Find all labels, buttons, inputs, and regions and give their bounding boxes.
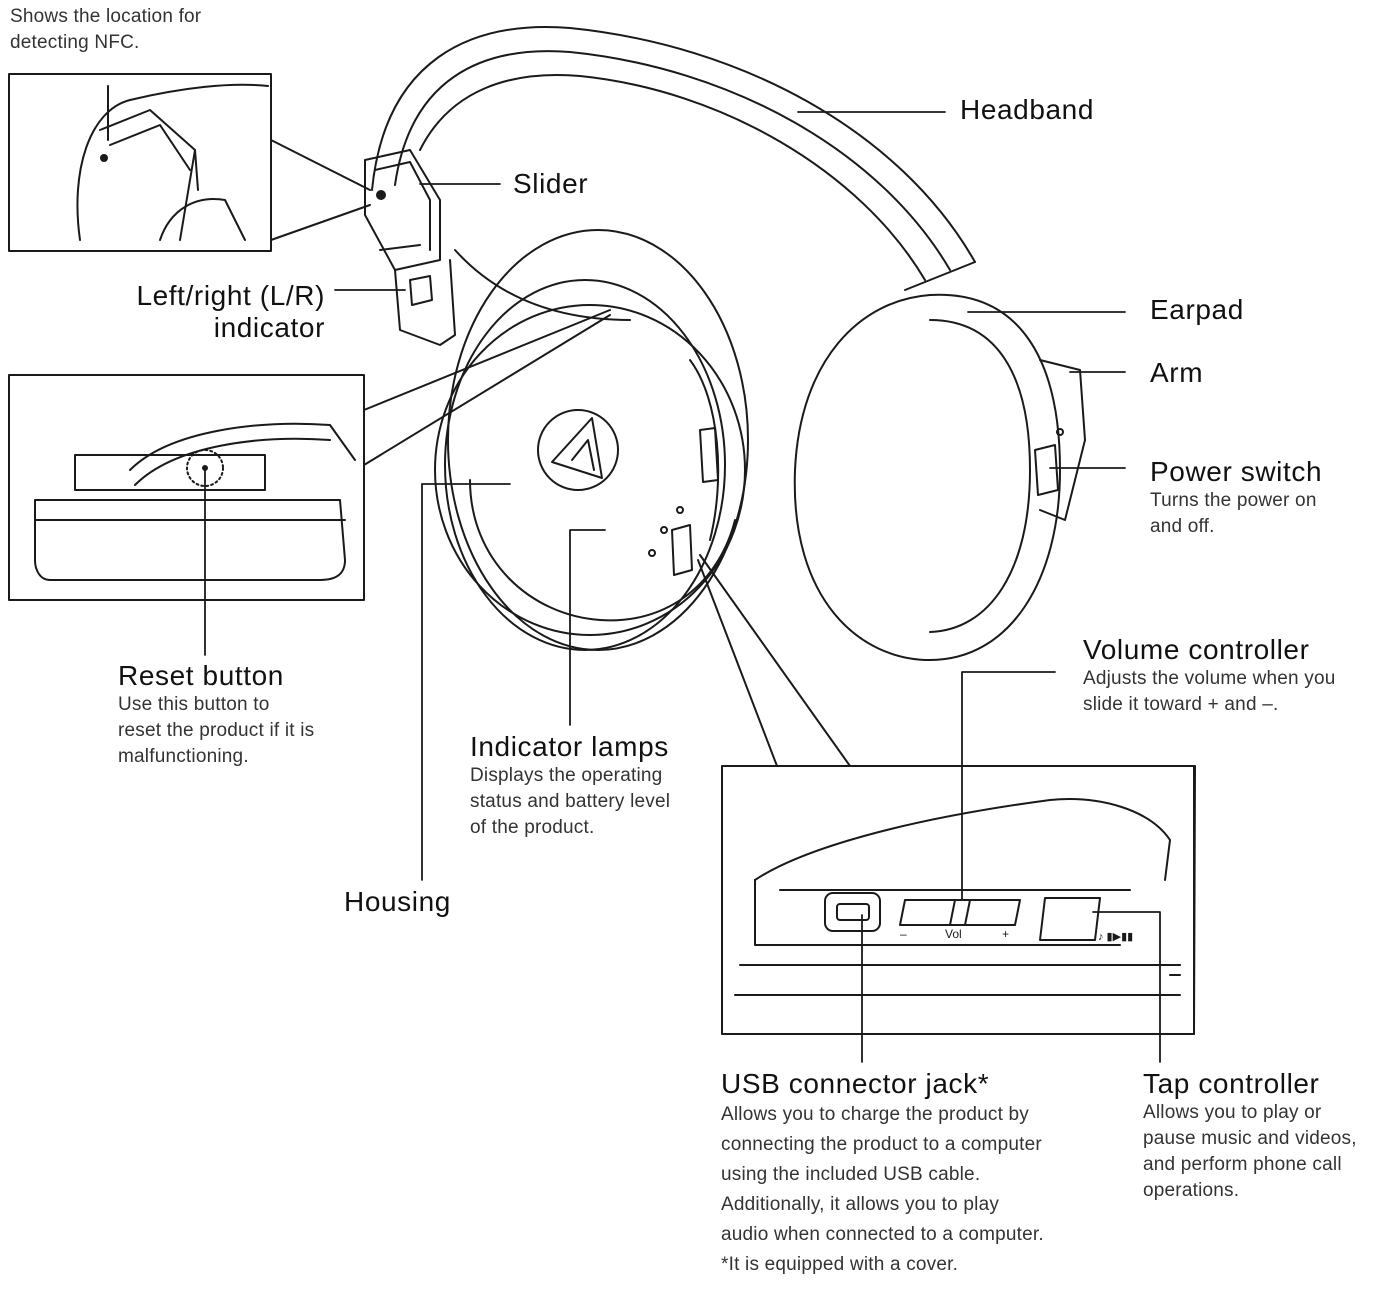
indicator-lamps-label: Indicator lamps xyxy=(470,731,669,762)
volume-leader xyxy=(961,671,1056,901)
power-switch-callout: Power switch Turns the power on and off. xyxy=(1150,456,1323,537)
lr-arm-drawing xyxy=(394,249,631,346)
earpad-label: Earpad xyxy=(1150,294,1244,325)
tap-leader xyxy=(1092,911,1161,1063)
minus-mark: – xyxy=(900,927,907,941)
headband-drawing xyxy=(371,26,976,291)
tap-controller-callout: Tap controller Allows you to play or pau… xyxy=(1143,1068,1379,1204)
leader-lines xyxy=(204,111,1161,1063)
lr-indicator-label: Left/right (L/R) indicator xyxy=(136,280,325,343)
arm-label: Arm xyxy=(1150,357,1204,388)
reset-button-label: Reset button xyxy=(118,660,284,691)
tap-controller-label: Tap controller xyxy=(1143,1068,1320,1099)
volume-controller-callout: Volume controller Adjusts the volume whe… xyxy=(1083,634,1336,715)
controls-inset xyxy=(697,554,1196,1035)
play-pause-mark: ♪ ▮▶▮▮ xyxy=(1098,931,1133,943)
nfc-inset xyxy=(8,73,371,252)
usb-jack-callout: USB connector jack* Allows you to charge… xyxy=(721,1068,1044,1280)
indicator-lamps-callout: Indicator lamps Displays the operating s… xyxy=(470,731,671,838)
housing-label: Housing xyxy=(344,886,451,917)
left-earcup-drawing xyxy=(434,229,749,651)
housing-leader xyxy=(421,483,511,881)
usb-jack-note: *It is equipped with a cover. xyxy=(721,1254,959,1275)
reset-inset xyxy=(8,309,611,601)
right-earcup-drawing xyxy=(793,293,1086,661)
slider-drawing xyxy=(364,149,441,271)
volume-controller-label: Volume controller xyxy=(1083,634,1310,665)
nfc-desc: Shows the location for detecting NFC. xyxy=(10,6,202,53)
power-switch-label: Power switch xyxy=(1150,456,1323,487)
usb-jack-label: USB connector jack* xyxy=(721,1068,990,1099)
vol-mark: Vol xyxy=(945,927,962,941)
slider-label: Slider xyxy=(513,168,589,199)
reset-button-callout: Reset button Use this button to reset th… xyxy=(118,660,315,767)
lamps-leader xyxy=(569,529,606,726)
headband-label: Headband xyxy=(960,94,1095,125)
plus-mark: + xyxy=(1002,927,1009,941)
